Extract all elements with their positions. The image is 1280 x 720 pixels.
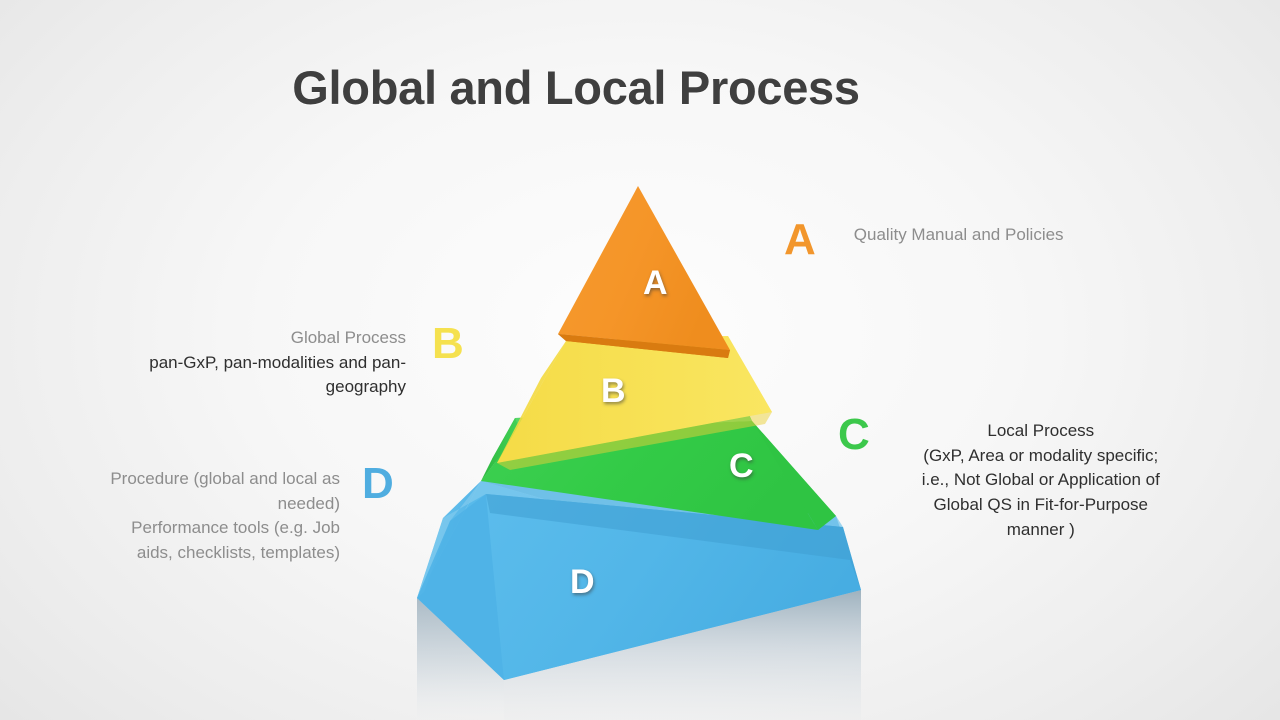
pyramid-tier-b[interactable] [481, 336, 772, 472]
callout-c-text: Local Process (GxP, Area or modality spe… [896, 413, 1186, 542]
callout-d-text: Procedure (global and local as needed) P… [48, 462, 340, 566]
callout-a-text: Quality Manual and Policies [854, 218, 1064, 248]
callout-b-text: Global Process pan-GxP, pan-modalities a… [110, 322, 406, 400]
callout-a-marker: A [784, 215, 816, 264]
callout-d-line-4: aids, checklists, templates) [136, 542, 340, 562]
callout-b-marker: B [432, 319, 464, 368]
callout-c-line-2: (GxP, Area or modality specific; [923, 445, 1159, 465]
pyramid-reflection [417, 590, 861, 720]
callout-c-line-3: i.e., Not Global or Application of [921, 470, 1160, 490]
callout-d-line-2: needed) [277, 493, 340, 513]
callout-d-line-1: Procedure (global and local as [110, 469, 340, 488]
callout-c-marker: C [838, 410, 870, 459]
callout-a-title: Quality Manual and Policies [853, 225, 1064, 244]
page-title: Global and Local Process [292, 61, 860, 114]
callout-b[interactable]: Global Process pan-GxP, pan-modalities a… [110, 322, 464, 400]
callout-d[interactable]: Procedure (global and local as needed) P… [48, 459, 394, 566]
callout-b-detail-line-1: pan-GxP, pan-modalities and pan- [149, 352, 406, 372]
callout-c-line-1: Local Process [987, 421, 1095, 440]
callout-c-line-5: manner ) [1006, 519, 1075, 539]
callout-b-title: Global Process [290, 328, 406, 347]
callout-d-line-3: Performance tools (e.g. Job [131, 518, 340, 538]
callout-b-detail-line-2: geography [325, 377, 406, 397]
callout-d-marker: D [362, 459, 394, 508]
callout-a[interactable]: A Quality Manual and Policies [784, 218, 1064, 262]
callout-c-line-4: Global QS in Fit-for-Purpose [933, 494, 1149, 514]
pyramid-tier-a[interactable] [558, 186, 730, 358]
callout-c[interactable]: C Local Process (GxP, Area or modality s… [838, 413, 1186, 542]
